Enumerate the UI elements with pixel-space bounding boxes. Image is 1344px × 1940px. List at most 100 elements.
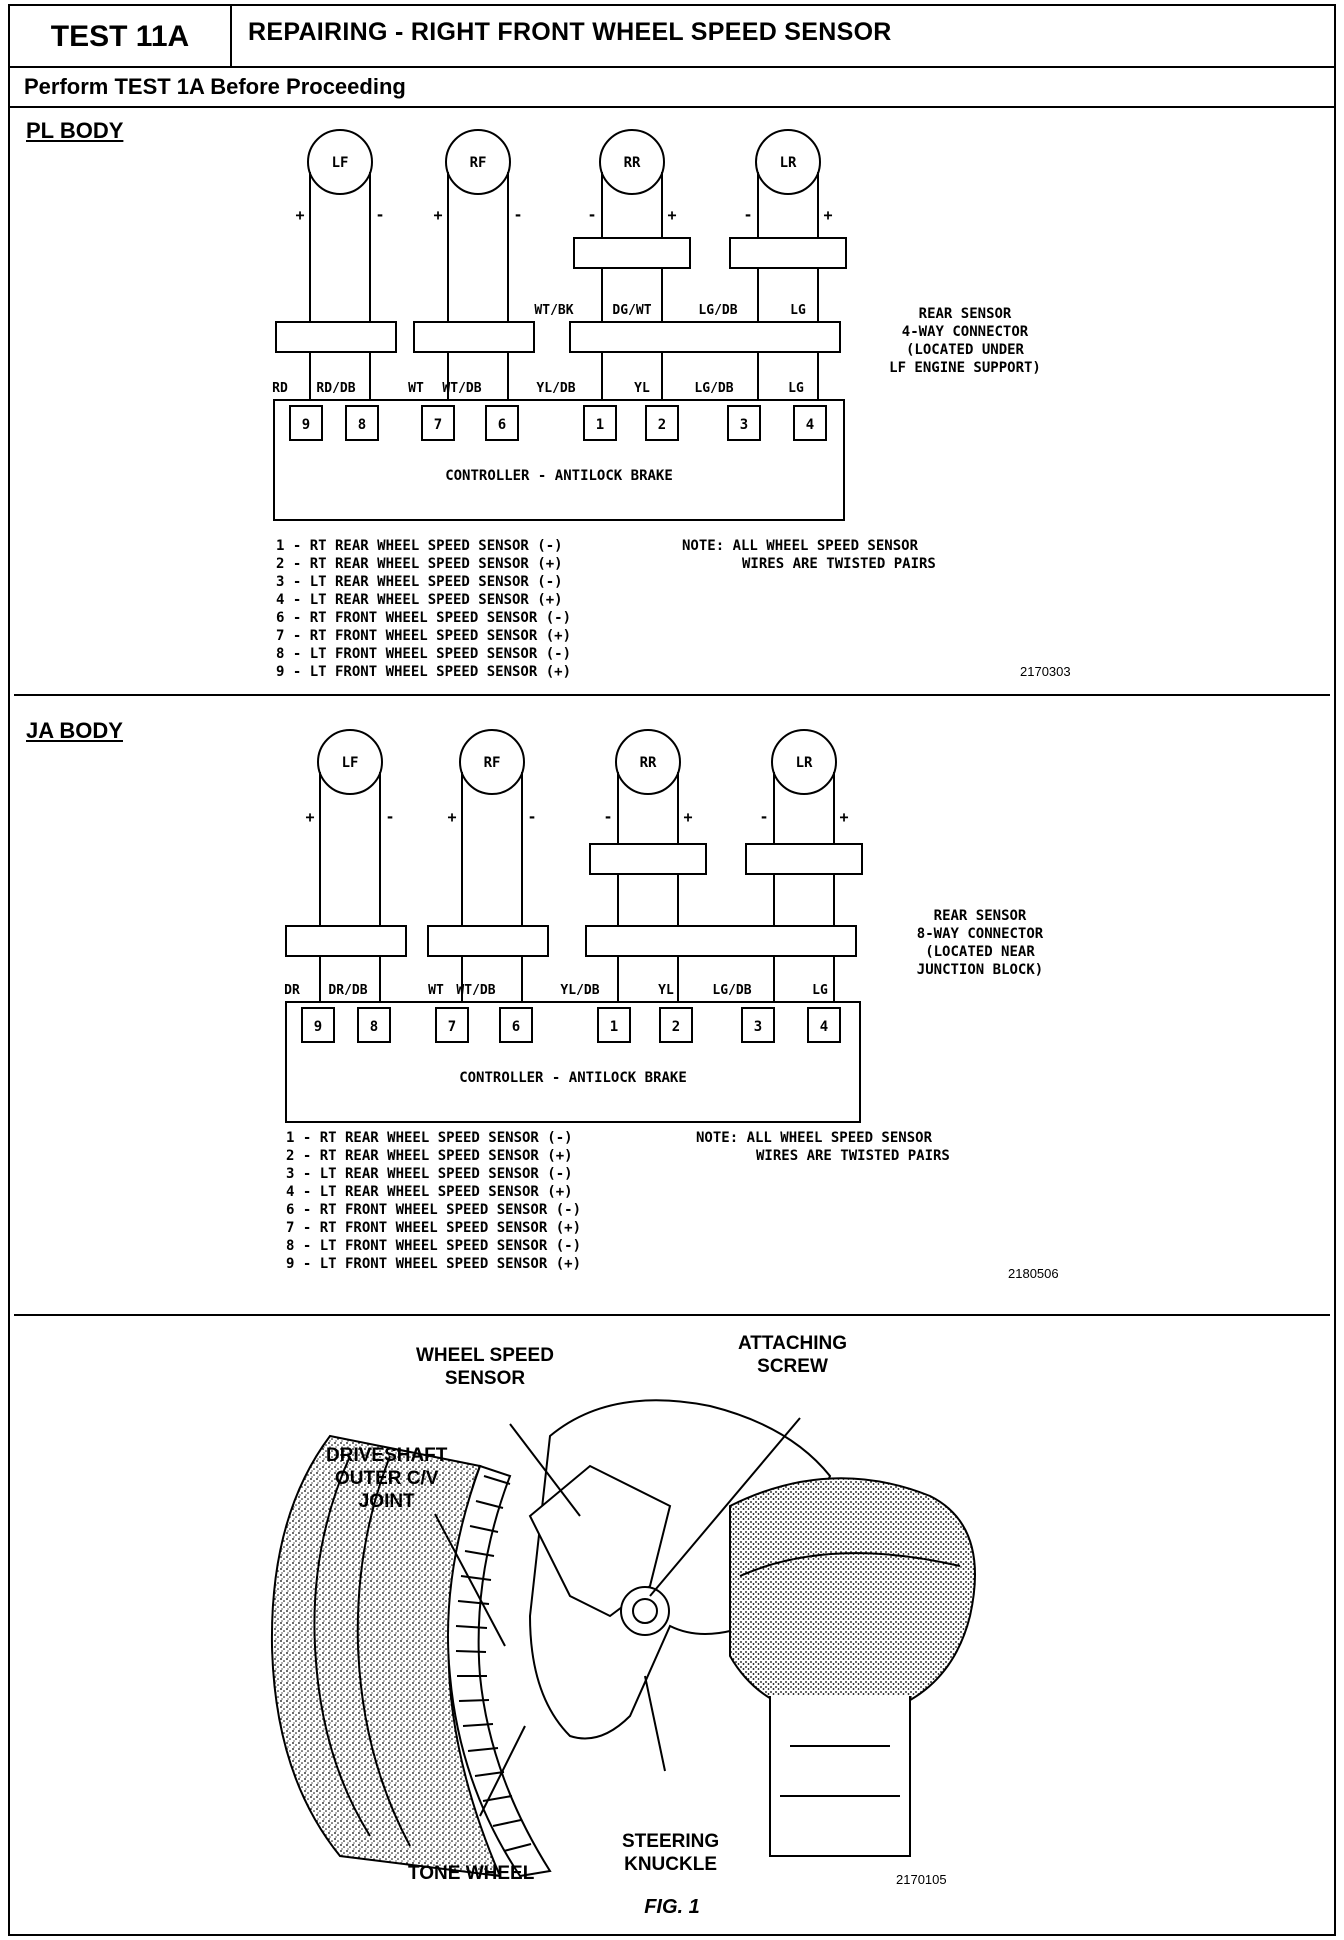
wire-color-label: DG/WT: [612, 303, 651, 318]
page-title: REPAIRING - RIGHT FRONT WHEEL SPEED SENS…: [248, 18, 892, 46]
wire-color-label: YL/DB: [560, 983, 599, 998]
connector-note-line: REAR SENSOR: [919, 306, 1012, 322]
wire-color-label: RD: [272, 381, 288, 396]
wire-color-label: WT/DB: [456, 983, 495, 998]
sensor-label: RR: [640, 755, 657, 771]
pin-number: 3: [754, 1019, 762, 1035]
hub-spindle: [769, 1696, 911, 1857]
sensor-label: LF: [342, 755, 359, 771]
tone-wheel-shape: [447, 1464, 552, 1878]
polarity-mark: +: [683, 808, 692, 826]
polarity-mark: +: [839, 808, 848, 826]
pin-box: [289, 405, 323, 441]
pin-box: [727, 405, 761, 441]
connector-note-line: 4-WAY CONNECTOR: [902, 324, 1029, 340]
sensor-circle: [459, 729, 525, 795]
pin-box: [645, 405, 679, 441]
polarity-mark: +: [305, 808, 314, 826]
wire-color-label: DR/DB: [328, 983, 367, 998]
legend-line: 6 - RT FRONT WHEEL SPEED SENSOR (-): [276, 610, 571, 626]
wire-color-label: DR: [284, 983, 300, 998]
pin-number: 9: [302, 417, 310, 433]
wire-color-label: LG/DB: [712, 983, 751, 998]
pin-box: [597, 1007, 631, 1043]
pin-number: 7: [434, 417, 442, 433]
hub-ring: [739, 1552, 961, 1577]
document-frame: TEST 11A REPAIRING - RIGHT FRONT WHEEL S…: [8, 4, 1336, 1936]
sensor-circle: [599, 129, 665, 195]
wire-color-label: WT: [428, 983, 444, 998]
front-sensor-connector: [427, 925, 549, 957]
connector-note-line: JUNCTION BLOCK): [917, 962, 1043, 978]
header: TEST 11A REPAIRING - RIGHT FRONT WHEEL S…: [10, 6, 1334, 68]
rear-4way-connector: [585, 925, 857, 957]
pl-body-label: PL BODY: [26, 118, 124, 143]
polarity-mark: -: [385, 808, 394, 826]
test-id: TEST 11A: [10, 6, 232, 68]
fig1-caption: FIG. 1: [644, 1896, 700, 1918]
fig1-number: 2170105: [896, 1872, 947, 1887]
label-driveshaft: DRIVESHAFT OUTER C/V JOINT: [326, 1445, 448, 1512]
sensor-label: LF: [332, 155, 349, 171]
sensor-body-shape: [528, 1464, 672, 1618]
section-divider: [14, 694, 1330, 696]
front-sensor-connector: [285, 925, 407, 957]
legend-line: 6 - RT FRONT WHEEL SPEED SENSOR (-): [286, 1202, 581, 1218]
sensor-label: LR: [796, 755, 813, 771]
wire-color-label: WT: [408, 381, 424, 396]
cv-ridges: [313, 1455, 411, 1847]
note-line: WIRES ARE TWISTED PAIRS: [756, 1148, 950, 1164]
note-line: NOTE: ALL WHEEL SPEED SENSOR: [682, 538, 919, 554]
pin-number: 9: [314, 1019, 322, 1035]
attaching-screw-shape: [620, 1586, 670, 1636]
rear-sensor-connector: [729, 237, 847, 269]
hub-shape: [729, 1477, 976, 1719]
pin-number: 1: [610, 1019, 618, 1035]
leader-tone-wheel: [479, 1725, 526, 1817]
polarity-mark: +: [295, 206, 304, 224]
controller-label: CONTROLLER - ANTILOCK BRAKE: [459, 1070, 687, 1086]
pin-box: [793, 405, 827, 441]
sensor-label: RF: [470, 155, 487, 171]
connector-note-line: (LOCATED NEAR: [925, 944, 1035, 960]
polarity-mark: -: [513, 206, 522, 224]
attaching-screw-head: [632, 1598, 658, 1624]
legend-line: 7 - RT FRONT WHEEL SPEED SENSOR (+): [276, 628, 571, 644]
legend-line: 8 - LT FRONT WHEEL SPEED SENSOR (-): [286, 1238, 581, 1254]
sensor-circle: [771, 729, 837, 795]
polarity-mark: -: [527, 808, 536, 826]
polarity-mark: -: [375, 206, 384, 224]
label-wheel-speed-sensor: WHEEL SPEED SENSOR: [416, 1345, 554, 1389]
pin-number: 7: [448, 1019, 456, 1035]
section-divider: [14, 1314, 1330, 1316]
legend-line: 1 - RT REAR WHEEL SPEED SENSOR (-): [286, 1130, 573, 1146]
pin-number: 6: [512, 1019, 520, 1035]
connector-note-line: 8-WAY CONNECTOR: [917, 926, 1044, 942]
sensor-circle: [317, 729, 383, 795]
pin-box: [301, 1007, 335, 1043]
sensor-label: RR: [624, 155, 641, 171]
pin-box: [807, 1007, 841, 1043]
wire-color-label: LG: [788, 381, 804, 396]
label-tone-wheel: TONE WHEEL: [408, 1863, 535, 1884]
leader-wheel-speed-sensor: [509, 1423, 581, 1517]
note-line: NOTE: ALL WHEEL SPEED SENSOR: [696, 1130, 933, 1146]
polarity-mark: -: [603, 808, 612, 826]
sensor-label: RF: [484, 755, 501, 771]
wire-color-label: WT/DB: [442, 381, 481, 396]
fig1-svg: [270, 1399, 976, 1878]
pin-box: [421, 405, 455, 441]
pin-number: 3: [740, 417, 748, 433]
rear-4way-connector: [569, 321, 841, 353]
prerequisite: Perform TEST 1A Before Proceeding: [10, 68, 1334, 108]
label-attaching-screw: ATTACHING SCREW: [738, 1333, 848, 1377]
legend-line: 4 - LT REAR WHEEL SPEED SENSOR (+): [286, 1184, 573, 1200]
rear-sensor-connector: [589, 843, 707, 875]
connector-note-line: REAR SENSOR: [934, 908, 1027, 924]
polarity-mark: -: [743, 206, 752, 224]
pin-number: 2: [658, 417, 666, 433]
pin-number: 6: [498, 417, 506, 433]
